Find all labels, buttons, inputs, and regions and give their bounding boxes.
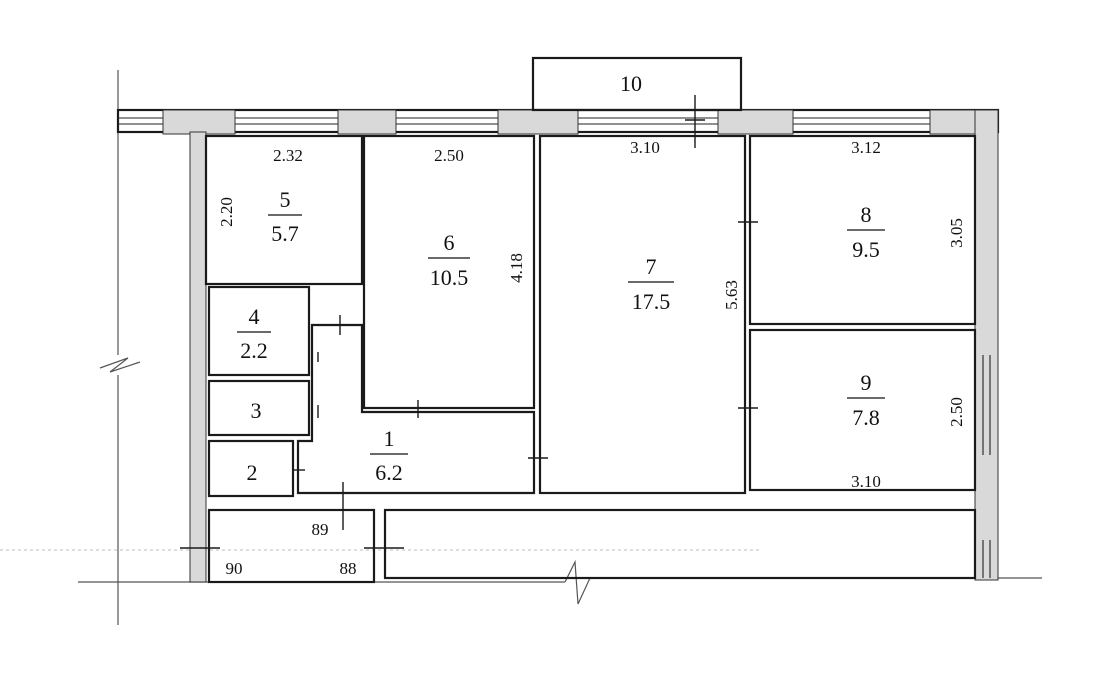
corridor-right <box>383 508 977 580</box>
wall-pier <box>717 109 794 135</box>
room-1-number: 1 <box>384 426 395 451</box>
room-9 <box>748 328 977 492</box>
room-10-balcony <box>531 56 743 112</box>
room-10-number: 10 <box>620 71 642 96</box>
door-89-label: 89 <box>312 520 329 539</box>
room-7 <box>538 134 747 495</box>
wall-pier <box>497 109 579 135</box>
room-5-depth-label: 2.20 <box>217 197 236 227</box>
room-5 <box>204 134 364 286</box>
room-7-width-label: 3.10 <box>630 138 660 157</box>
room-8-depth-label: 3.05 <box>947 218 966 248</box>
room-6-number: 6 <box>444 230 455 255</box>
room-9-depth-label: 2.50 <box>947 397 966 427</box>
room-6-width-label: 2.50 <box>434 146 464 165</box>
room-4 <box>207 285 311 377</box>
room-9-number: 9 <box>861 370 872 395</box>
door-88-label: 88 <box>340 559 357 578</box>
room-8-width-label: 3.12 <box>851 138 881 157</box>
right-windows <box>982 355 991 578</box>
left-break-mark <box>99 357 141 373</box>
room-7-area: 17.5 <box>632 289 671 314</box>
room-6-depth-label: 4.18 <box>507 253 526 283</box>
door-marks <box>180 221 758 549</box>
right-outer-wall <box>974 109 999 581</box>
room-9-area: 7.8 <box>852 405 880 430</box>
corridor <box>207 508 376 584</box>
room-1-hall <box>296 323 536 495</box>
wall-pier <box>337 109 397 135</box>
room-9-width-label: 3.10 <box>851 472 881 491</box>
room-6-area: 10.5 <box>430 265 469 290</box>
room-5-number: 5 <box>280 187 291 212</box>
room-2 <box>207 439 295 498</box>
room-3 <box>207 379 311 437</box>
room-5-width-label: 2.32 <box>273 146 303 165</box>
room-8-area: 9.5 <box>852 237 880 262</box>
wall-pier <box>162 109 236 135</box>
room-4-area: 2.2 <box>240 338 268 363</box>
room-7-number: 7 <box>646 254 657 279</box>
room-8-number: 8 <box>861 202 872 227</box>
bottom-break-mark <box>564 559 591 605</box>
door-90-label: 90 <box>226 559 243 578</box>
room-2-number: 2 <box>247 460 258 485</box>
room-8 <box>748 134 977 326</box>
room-4-number: 4 <box>249 304 260 329</box>
room-6 <box>362 134 536 410</box>
left-outer-wall <box>189 131 207 583</box>
room-3-number: 3 <box>251 398 262 423</box>
room-5-area: 5.7 <box>271 221 299 246</box>
room-1-area: 6.2 <box>375 460 403 485</box>
room-7-depth-label: 5.63 <box>722 280 741 310</box>
